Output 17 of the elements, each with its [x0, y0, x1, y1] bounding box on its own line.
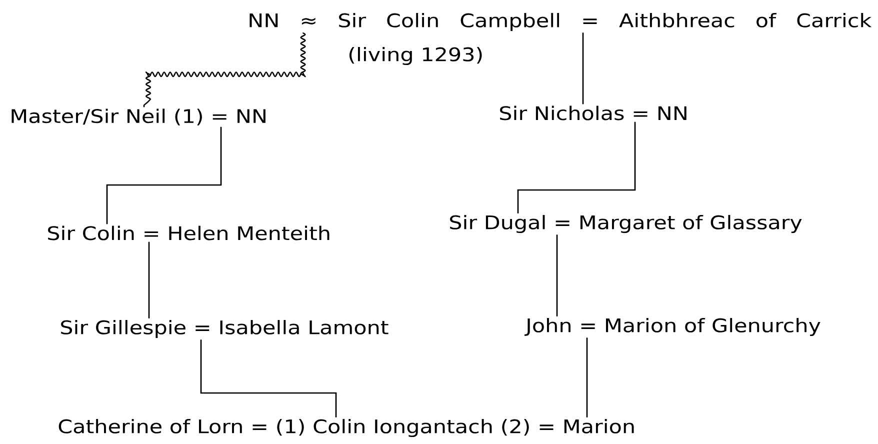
descent-line [556, 234, 558, 316]
person-text: Catherine of Lorn = (1) Colin Iongantach (2) = Marion [58, 418, 634, 438]
person-text: Sir Gillespie = Isabella Lamont [61, 320, 388, 338]
person-text: Sir Dugal = Margaret of Glassary [450, 214, 802, 234]
descent-line [582, 32, 584, 104]
descent-line [586, 338, 588, 418]
descent-line [517, 122, 636, 214]
note-text: (living 1293) [349, 46, 482, 66]
person-text: NN ≈ Sir Colin Campbell = Aithbhreac of Carrick [250, 12, 872, 32]
descent-line [148, 242, 150, 318]
person-text: John = Marion of Glenurchy [524, 318, 820, 336]
descent-line [200, 340, 337, 418]
person-text: Sir Nicholas = NN [500, 106, 686, 120]
person-text: Sir Colin = Helen Menteith [48, 226, 330, 240]
descent-line [106, 126, 222, 224]
descent-line [143, 32, 306, 108]
person-text: Master/Sir Neil (1) = NN [12, 108, 266, 126]
